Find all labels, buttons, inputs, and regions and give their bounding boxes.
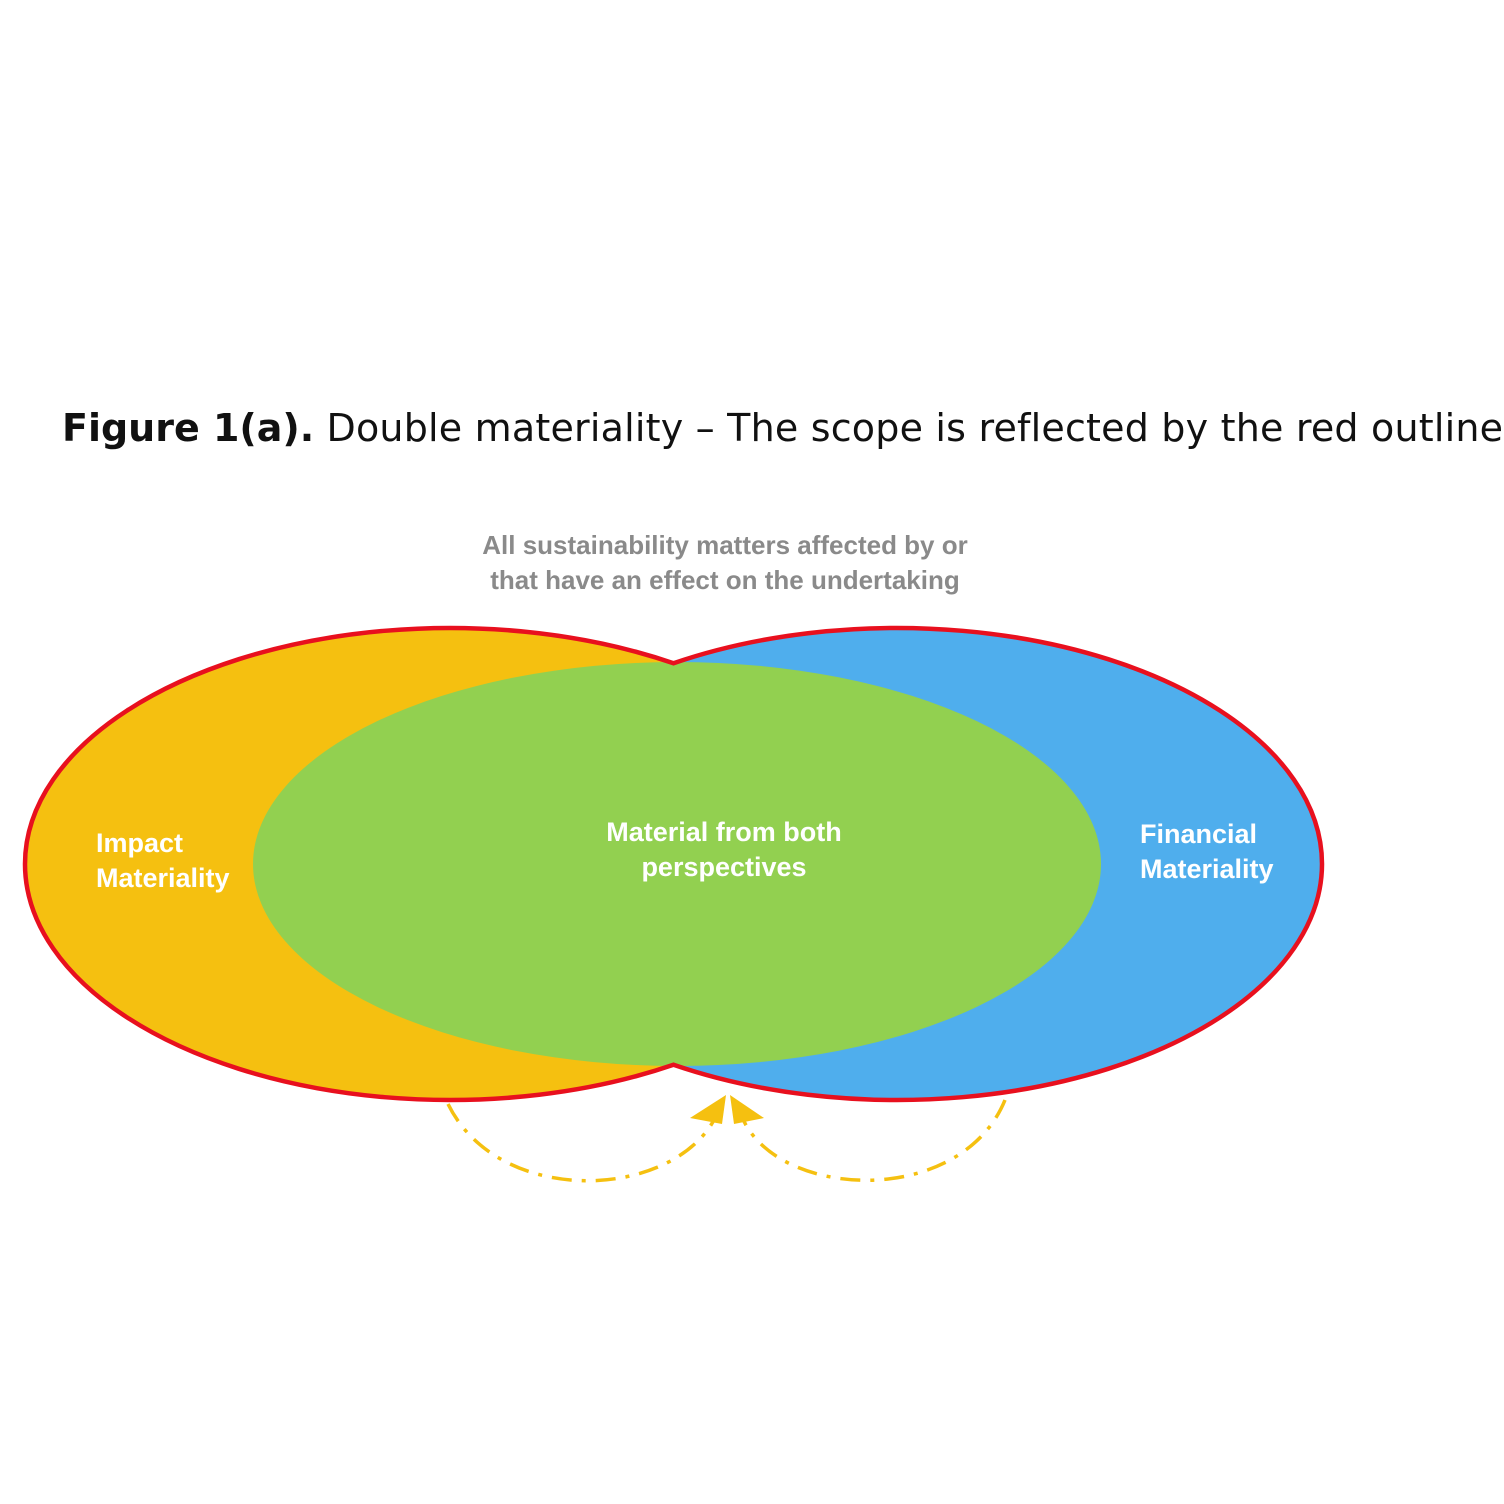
material-both-label: Material from both perspectives	[574, 815, 874, 885]
double-materiality-diagram	[22, 625, 1325, 1183]
overlap-core	[253, 662, 1101, 1066]
financial-to-overlap-arrow	[738, 1099, 1007, 1182]
both-label-line-1: Material from both	[606, 817, 842, 847]
figure-label: Figure 1(a).	[62, 406, 315, 450]
impact-materiality-label: Impact Materiality	[96, 826, 296, 896]
impact-to-overlap-arrow	[446, 1103, 720, 1183]
arrowhead-left	[690, 1095, 726, 1124]
financial-label-line-2: Materiality	[1140, 854, 1274, 884]
impact-label-line-2: Materiality	[96, 863, 230, 893]
scope-note: All sustainability matters affected by o…	[400, 528, 1050, 598]
both-label-line-2: perspectives	[641, 852, 807, 882]
financial-label-line-1: Financial	[1140, 819, 1258, 849]
scope-note-line-2: that have an effect on the undertaking	[490, 565, 960, 595]
financial-materiality-label: Financial Materiality	[1140, 817, 1340, 887]
scope-outline	[22, 625, 1325, 1103]
arrowhead-right	[730, 1095, 764, 1124]
impact-label-line-1: Impact	[96, 828, 184, 858]
figure-caption-text: Double materiality – The scope is reflec…	[314, 406, 1504, 450]
figure-caption: Figure 1(a). Double materiality – The sc…	[62, 398, 1503, 458]
scope-note-line-1: All sustainability matters affected by o…	[482, 530, 968, 560]
